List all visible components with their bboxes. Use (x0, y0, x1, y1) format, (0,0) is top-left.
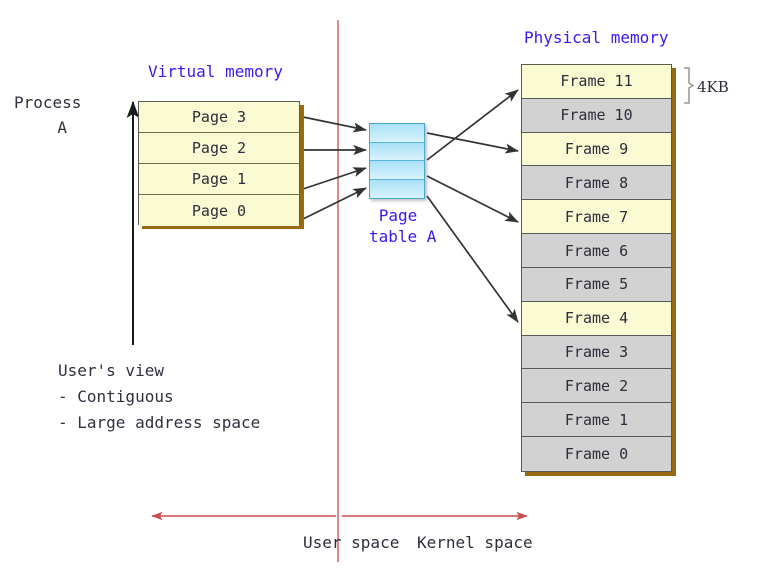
user-space-label: User space (303, 533, 400, 552)
process-label: Process A (14, 93, 82, 137)
frame-row[interactable]: Frame 10 (522, 98, 671, 133)
frame-size-label: 4KB (697, 78, 729, 96)
frame-row[interactable]: Frame 2 (522, 369, 671, 404)
page-table-entry[interactable] (370, 179, 424, 198)
virtual-memory-block: Page 3 Page 2 Page 1 Page 0 (138, 101, 300, 226)
arrow-page1-to-pagetable (302, 167, 367, 190)
physical-memory-title: Physical memory (524, 28, 669, 47)
page-table-entry[interactable] (370, 161, 424, 180)
arrow-page3-to-pagetable (302, 116, 367, 133)
frame-row[interactable]: Frame 5 (522, 267, 671, 302)
arrow-pagetable-to-frame11 (426, 89, 519, 161)
frame-row[interactable]: Frame 7 (522, 200, 671, 235)
arrow-pagetable-to-frame7 (426, 175, 519, 223)
arrow-pagetable-to-frame4 (426, 195, 519, 323)
page-row[interactable]: Page 0 (139, 195, 299, 226)
frame-row[interactable]: Frame 11 (522, 65, 671, 99)
page-table-entry[interactable] (370, 142, 424, 161)
frame-row[interactable]: Frame 9 (522, 132, 671, 167)
page-row[interactable]: Page 1 (139, 164, 299, 195)
frame-row[interactable]: Frame 0 (522, 437, 671, 471)
frame-size-brace (684, 67, 695, 104)
page-row[interactable]: Page 3 (139, 102, 299, 133)
arrow-pagetable-to-frame9 (426, 132, 519, 154)
arrow-page0-to-pagetable (302, 187, 367, 220)
page-table-block (369, 123, 425, 199)
kernel-space-label: Kernel space (417, 533, 533, 552)
frame-row[interactable]: Frame 4 (522, 301, 671, 336)
page-table-entry[interactable] (370, 124, 424, 143)
frame-row[interactable]: Frame 6 (522, 234, 671, 268)
virtual-memory-title: Virtual memory (148, 62, 283, 81)
users-view-notes: User's view - Contiguous - Large address… (58, 361, 261, 432)
frame-row[interactable]: Frame 1 (522, 403, 671, 438)
frame-row[interactable]: Frame 8 (522, 166, 671, 201)
physical-memory-block: Frame 11 Frame 10 Frame 9 Frame 8 Frame … (521, 64, 672, 472)
frame-row[interactable]: Frame 3 (522, 335, 671, 370)
page-table-title: Page table A (369, 206, 437, 246)
page-row[interactable]: Page 2 (139, 133, 299, 164)
